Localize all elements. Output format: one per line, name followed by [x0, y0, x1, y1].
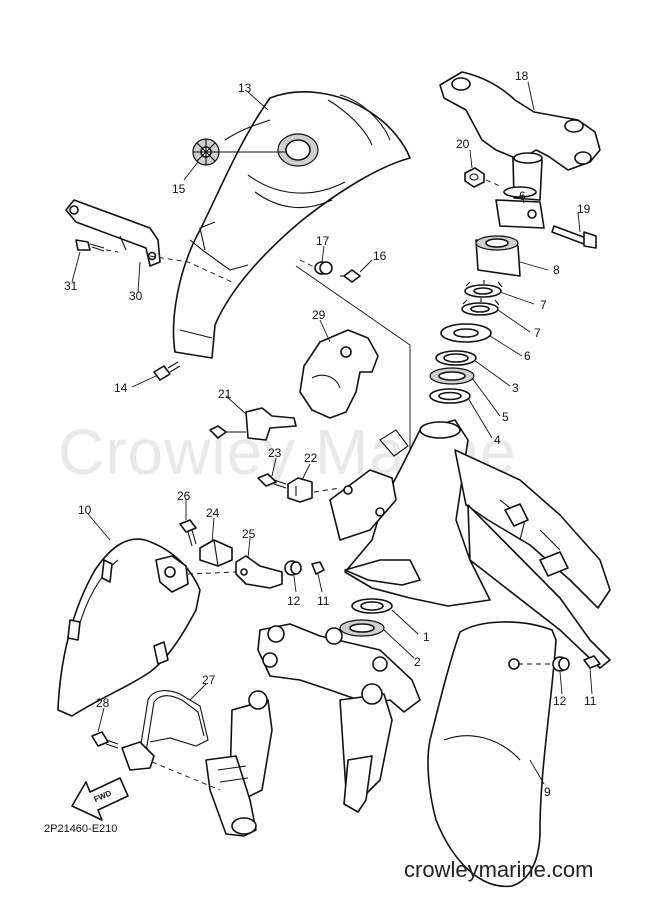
- part-1-race-lower[interactable]: [351, 598, 393, 614]
- part-7-ring-nut-lower[interactable]: [461, 298, 500, 316]
- callout-16: 16: [373, 249, 387, 263]
- frame: [329, 419, 611, 669]
- callout-10: 10: [78, 503, 92, 517]
- part-30-bracket[interactable]: [65, 199, 161, 267]
- callout-22: 22: [304, 451, 318, 465]
- part-20-nut[interactable]: [464, 167, 485, 188]
- callout-12-right: 12: [553, 694, 567, 708]
- callout-24: 24: [206, 506, 220, 520]
- callout-15: 15: [172, 182, 186, 196]
- callout-3: 3: [512, 381, 519, 395]
- part-31-bolt[interactable]: [75, 239, 105, 252]
- callout-12-left: 12: [287, 594, 301, 608]
- part-8-bushing[interactable]: [475, 235, 521, 277]
- callout-6-upper: 6: [519, 189, 526, 203]
- part-11-screw-left[interactable]: [311, 561, 325, 575]
- callout-26: 26: [177, 489, 191, 503]
- callout-labels: 1 2 3 4 5 6 6 7 7 8 9 10 11 11 12 12 13 …: [64, 69, 597, 799]
- callout-30: 30: [129, 289, 143, 303]
- callout-5: 5: [502, 410, 509, 424]
- callout-8: 8: [553, 263, 560, 277]
- part-7-ring-nut-upper[interactable]: [464, 280, 503, 298]
- part-25-bracket[interactable]: [235, 555, 283, 589]
- part-21-bracket[interactable]: [209, 407, 297, 441]
- part-3-race[interactable]: [435, 350, 477, 366]
- callout-23: 23: [268, 446, 282, 460]
- callout-6-lower: 6: [524, 349, 531, 363]
- callout-7-lower: 7: [534, 326, 541, 340]
- part-10-side-cover-left[interactable]: [57, 538, 201, 717]
- callout-25: 25: [242, 527, 256, 541]
- callout-11-left: 11: [317, 594, 330, 608]
- callout-7-upper: 7: [540, 298, 547, 312]
- part-19-bolt[interactable]: [551, 225, 597, 249]
- part-12-collar-left[interactable]: [284, 560, 302, 576]
- callout-1: 1: [423, 630, 430, 644]
- part-24-bracket[interactable]: [199, 539, 233, 567]
- part-9-side-cover-right[interactable]: [427, 621, 557, 888]
- part-15-grommet[interactable]: [192, 138, 220, 166]
- part-2-bearing-lower[interactable]: [339, 619, 385, 637]
- callout-31: 31: [64, 279, 78, 293]
- part-12-collar-right[interactable]: [552, 656, 570, 672]
- part-23-bolt[interactable]: [257, 473, 287, 489]
- callout-4: 4: [494, 433, 501, 447]
- callout-19: 19: [577, 202, 591, 216]
- callout-20: 20: [456, 137, 470, 151]
- callout-28: 28: [96, 696, 110, 710]
- part-13-front-cover[interactable]: [172, 91, 411, 359]
- callout-11-right: 11: [584, 694, 597, 708]
- part-28-bolt[interactable]: [91, 731, 119, 749]
- diagram-code: 2P21460-E210: [44, 823, 117, 835]
- site-url: crowleymarine.com: [404, 857, 594, 882]
- part-16-screw[interactable]: [340, 269, 361, 283]
- part-4-race[interactable]: [429, 388, 471, 404]
- callout-21: 21: [218, 387, 232, 401]
- callout-29: 29: [312, 308, 326, 322]
- part-26-bolt[interactable]: [179, 519, 197, 547]
- callout-9: 9: [544, 785, 551, 799]
- callout-14: 14: [114, 381, 128, 395]
- front-fork: [205, 623, 421, 837]
- part-5-bearing[interactable]: [429, 367, 475, 385]
- callout-18: 18: [515, 69, 529, 83]
- part-29-horn[interactable]: [299, 329, 379, 419]
- part-14-screw[interactable]: [153, 361, 181, 381]
- part-27-wire-guide[interactable]: [121, 690, 209, 771]
- leader-lines: [71, 81, 593, 785]
- fwd-arrow-icon: FWD: [71, 777, 129, 821]
- part-17-collar[interactable]: [314, 261, 333, 275]
- part-6-washer-upper[interactable]: [503, 186, 537, 198]
- part-22-clamp[interactable]: [287, 477, 313, 503]
- callout-17: 17: [316, 234, 330, 248]
- part-6-washer-lower[interactable]: [440, 323, 492, 343]
- part-11-screw-right[interactable]: [583, 655, 601, 669]
- callout-27: 27: [202, 673, 216, 687]
- callout-13: 13: [238, 81, 252, 95]
- callout-2: 2: [414, 655, 421, 669]
